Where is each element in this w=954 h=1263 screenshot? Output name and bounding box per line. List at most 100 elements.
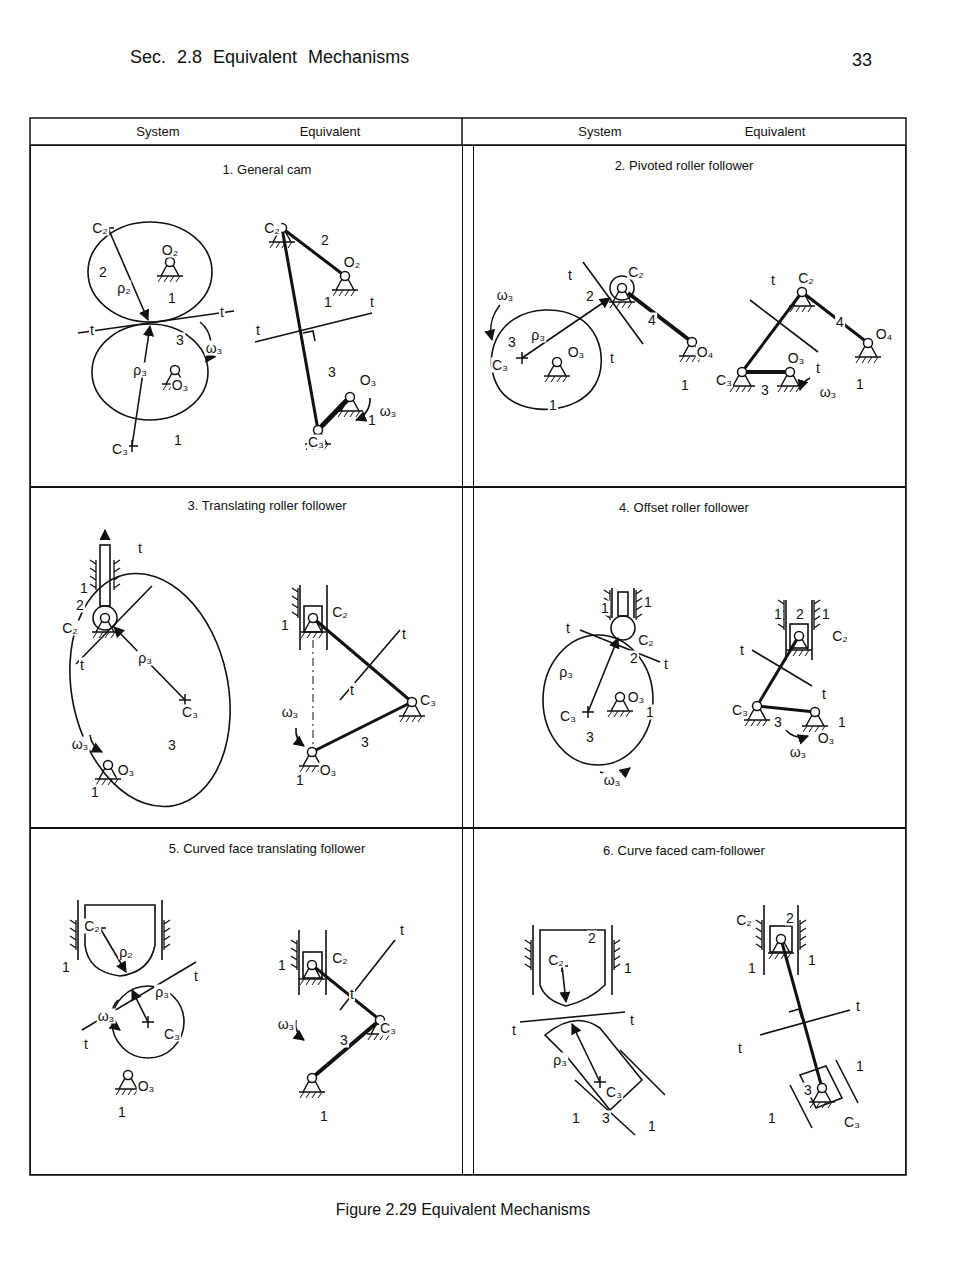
part-label: 1 [821,607,831,622]
part-label: 3 [507,335,517,350]
part-label: ρ₃ [558,665,574,680]
part-label: 1 [773,607,783,622]
part-label: t [737,1041,743,1056]
part-label: ω₃ [277,1017,296,1032]
mechanism-panel: 6. Curve faced cam-follower [462,828,906,1175]
part-label: O₂ [343,255,361,270]
panel-title: 6. Curve faced cam-follower [463,843,905,858]
part-label: ω₃ [603,773,622,788]
part-label: ω₃ [281,705,300,720]
part-label: 1 [623,961,633,976]
part-label: 2 [795,607,805,622]
panel-title: 3. Translating roller follower [31,498,473,513]
part-label: 3 [339,1033,349,1048]
part-label: 3 [585,730,595,745]
part-label: t [609,351,615,366]
mechanism-panel: 3. Translating roller follower [30,487,474,828]
part-label: O₄ [696,345,715,360]
part-label: 1 [90,785,100,800]
figure-caption: Figure 2.29 Equivalent Mechanisms [336,1201,590,1219]
part-label: 2 [585,289,595,304]
part-label: t [137,541,143,556]
part-label: 1 [280,618,290,633]
part-label: C₃ [307,435,325,450]
column-header: Equivalent [299,124,362,139]
part-label: O₂ [161,243,179,258]
part-label: 4 [647,313,657,328]
part-label: 1 [167,291,177,306]
column-header: System [135,124,180,139]
part-label: ρ₃ [154,985,170,1000]
part-label: ρ₂ [118,945,133,960]
mechanism-panel: 4. Offset roller follower [462,487,906,828]
panel-title: 4. Offset roller follower [463,500,905,515]
part-label: t [815,361,821,376]
part-label: t [89,323,95,338]
part-label: ω₃ [71,737,90,752]
part-label: C₃ [379,1021,397,1036]
part-label: t [663,657,669,672]
part-label: ω₃ [789,745,808,760]
part-label: 3 [773,715,783,730]
part-label: C₂ [331,605,349,620]
part-label: C₃ [163,1027,181,1042]
part-label: t [79,658,85,673]
part-label: ρ₃ [137,651,153,666]
part-label: C₃ [715,373,733,388]
part-label: 3 [760,383,770,398]
part-label: t [401,627,407,642]
part-label: t [349,683,355,698]
part-label: 1 [643,595,653,610]
part-label: t [399,923,405,938]
part-label: 1 [837,715,847,730]
part-label: 2 [98,265,108,280]
column-header: System [577,124,622,139]
part-label: ρ₃ [530,328,546,343]
part-label: 2 [587,931,597,946]
part-label: 2 [785,911,795,926]
part-label: O₄ [875,327,894,342]
part-label: ρ₂ [116,281,131,296]
part-label: ω₃ [379,404,398,419]
part-label: 3 [175,333,185,348]
part-label: t [255,323,261,338]
part-label: 3 [327,365,337,380]
part-label: O₃ [787,351,806,366]
part-label: 4 [835,315,845,330]
part-label: 2 [75,598,85,613]
part-label: C₂ [637,633,655,648]
part-label: t [511,1023,517,1038]
part-label: C₂ [61,621,79,636]
part-label: O₃ [171,378,190,393]
part-label: ω₃ [819,385,838,400]
part-label: 1 [645,705,655,720]
part-label: ω₃ [205,341,224,356]
part-label: t [770,273,776,288]
part-label: C₂ [547,953,565,968]
part-label: t [219,305,225,320]
part-label: t [565,621,571,636]
part-label: 3 [601,1111,611,1126]
part-label: C₃ [559,709,577,724]
part-label: 1 [747,961,757,976]
part-label: 1 [767,1111,777,1126]
part-label: 3 [360,735,370,750]
part-label: C₂ [83,919,101,934]
part-label: t [821,687,827,702]
part-label: 3 [803,1083,813,1098]
part-label: O₃ [319,763,338,778]
part-label: C₃ [491,358,509,373]
part-label: 1 [173,433,183,448]
part-label: O₃ [117,763,136,778]
part-label: t [567,268,573,283]
part-label: 1 [855,1059,865,1074]
part-label: O₃ [137,1079,156,1094]
part-label: C₃ [605,1085,623,1100]
part-label: t [629,1013,635,1028]
part-label: C₂ [831,629,849,644]
part-label: 3 [167,738,177,753]
part-label: ω₃ [97,1009,116,1024]
part-label: t [369,295,375,310]
part-label: O₃ [817,731,836,746]
part-label: C₂ [331,951,349,966]
